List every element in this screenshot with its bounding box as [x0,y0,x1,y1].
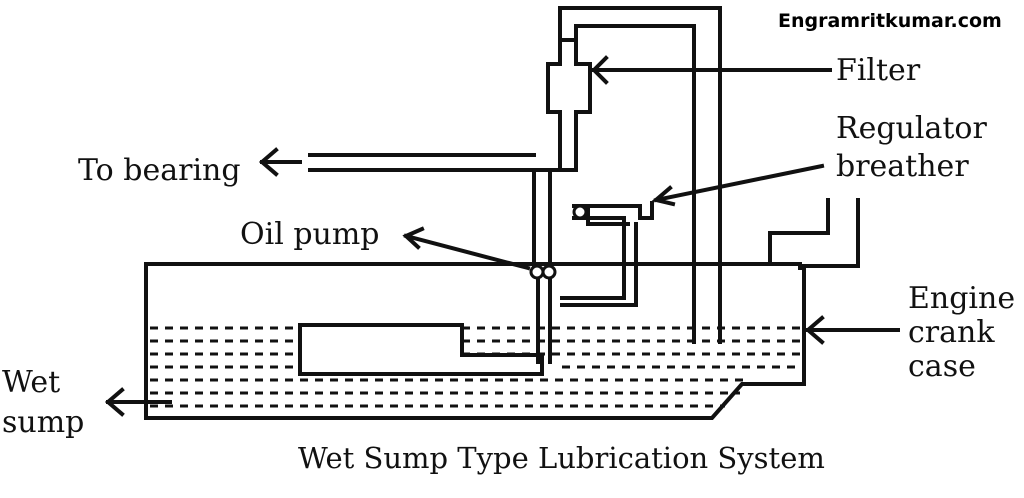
pump-delivery-pipe [532,128,578,267]
bearing-arrow [258,147,302,177]
crankcase-outline [144,262,806,420]
diagram-caption: Wet Sump Type Lubrication System [298,441,825,475]
breather-pipe [802,198,860,268]
oil-level [150,326,800,408]
filter-outer-loop [558,6,722,344]
regulator-return [560,222,638,307]
engine-label-line2: crank [908,315,995,350]
crankcase-arrow [804,315,900,345]
watermark: Engramritkumar.com [778,10,1002,32]
pump-suction-pipe [536,263,552,364]
filter-label: Filter [836,53,921,88]
sump-label-line2: sump [2,405,84,440]
wet-label-line1: Wet [2,365,60,400]
filter-arrow [591,55,832,85]
oil-pump [529,264,557,280]
baffle-block [298,323,544,376]
oil-pump-label: Oil pump [240,217,380,252]
engine-label-line3: case [908,349,976,384]
oil-filter [546,38,592,132]
regulator-arrow [651,163,825,207]
engine-label-line1: Engine [908,281,1015,316]
bearing-pipe [308,153,536,172]
wet-sump-arrow [104,387,172,417]
crankcase-right-wall [768,198,830,266]
regulator-ball [572,204,588,220]
to-bearing-label: To bearing [78,153,241,188]
oil-pump-arrow [402,226,531,271]
regulator-label-line1: Regulator [836,111,987,146]
regulator-valve [560,201,654,300]
regulator-label-line2: breather [836,149,969,184]
